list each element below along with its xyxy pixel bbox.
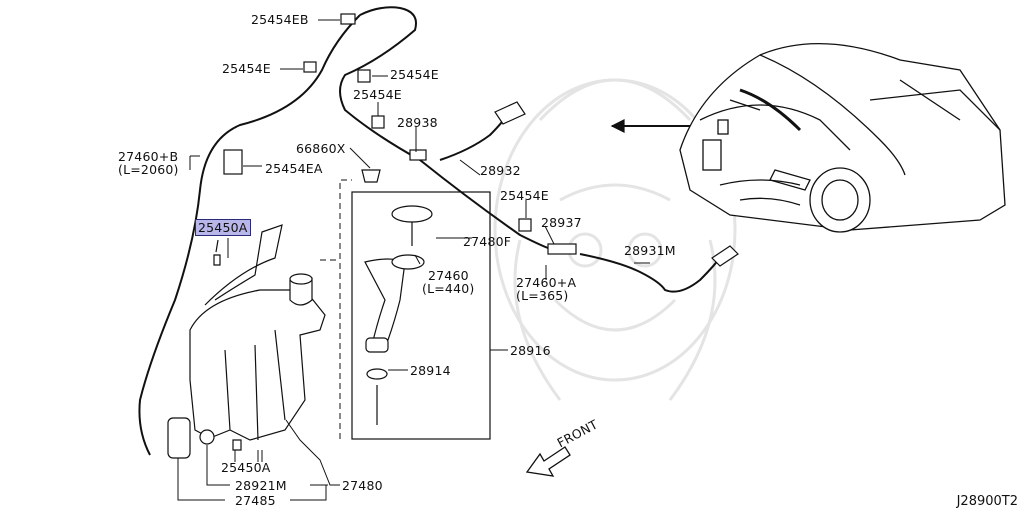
filler-neck-28916 bbox=[364, 258, 406, 346]
label-25450A-highlighted[interactable]: 25450A bbox=[195, 219, 251, 236]
label-27480: 27480 bbox=[342, 478, 383, 493]
label-27460-length: (L=440) bbox=[422, 281, 475, 296]
label-27480F: 27480F bbox=[463, 234, 512, 249]
label-25454E-4: 25454E bbox=[500, 188, 549, 203]
bolt-25450A-1 bbox=[213, 239, 221, 266]
label-28932: 28932 bbox=[480, 163, 521, 178]
clip-25454E-3 bbox=[371, 115, 385, 129]
label-25454EA: 25454EA bbox=[265, 161, 323, 176]
clip-25454E-4 bbox=[518, 218, 532, 232]
label-27460: 27460 bbox=[428, 268, 469, 283]
label-28921M: 28921M bbox=[235, 478, 287, 493]
clip-25454E-2 bbox=[357, 69, 371, 83]
connector-28937 bbox=[547, 243, 577, 255]
nozzle-28931M bbox=[711, 245, 739, 267]
bolt-25450A-2 bbox=[232, 439, 242, 451]
label-25454EB: 25454EB bbox=[251, 12, 309, 27]
hose-27460B bbox=[138, 14, 361, 456]
hose-28931M bbox=[579, 253, 723, 293]
label-27485: 27485 bbox=[235, 493, 276, 508]
leader-lines bbox=[177, 19, 650, 501]
label-27460B: 27460+B bbox=[118, 149, 179, 164]
grommet-66860X bbox=[361, 169, 381, 183]
front-arrow-icon bbox=[525, 446, 571, 477]
label-66860X: 66860X bbox=[296, 141, 346, 156]
hose-28932 bbox=[439, 117, 506, 161]
seal-28914 bbox=[366, 368, 388, 380]
washer-tank-27480 bbox=[189, 224, 326, 441]
label-28931M: 28931M bbox=[624, 243, 676, 258]
filler-assembly-box bbox=[351, 191, 491, 440]
label-27460B-length: (L=2060) bbox=[118, 162, 179, 177]
label-25450A-bottom: 25450A bbox=[221, 460, 271, 475]
clip-25454EB bbox=[340, 13, 356, 25]
diagram-code: J28900T2 bbox=[956, 494, 1018, 509]
clip-25454E-1 bbox=[303, 61, 317, 73]
label-27460A: 27460+A bbox=[516, 275, 577, 290]
grommet-27485 bbox=[199, 429, 215, 445]
clip-25454EA bbox=[223, 149, 243, 175]
label-27460A-length: (L=365) bbox=[516, 288, 569, 303]
car-illustration bbox=[679, 42, 1006, 233]
nozzle-28932 bbox=[494, 101, 526, 125]
connector-28938 bbox=[409, 149, 427, 161]
cap-27480F bbox=[391, 205, 433, 223]
label-25454E-1: 25454E bbox=[222, 61, 271, 76]
label-25454E-2: 25454E bbox=[390, 67, 439, 82]
label-28916: 28916 bbox=[510, 343, 551, 358]
pump-28921M bbox=[167, 417, 191, 459]
label-28937: 28937 bbox=[541, 215, 582, 230]
label-28938: 28938 bbox=[397, 115, 438, 130]
label-25454E-3: 25454E bbox=[353, 87, 402, 102]
label-28914: 28914 bbox=[410, 363, 451, 378]
